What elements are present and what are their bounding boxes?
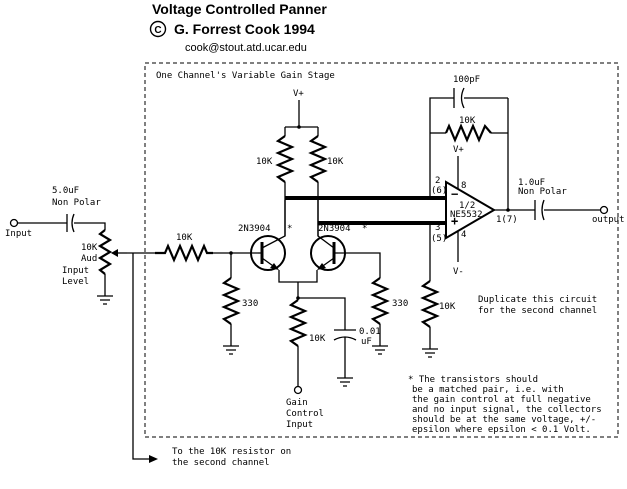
collector-resistor-right	[308, 135, 328, 183]
transistor-q2	[310, 200, 346, 271]
input-terminal	[9, 218, 19, 228]
opamp-half: 1/2	[459, 201, 475, 211]
wire-emitters	[278, 270, 318, 283]
transistor-note-5: should be at the same voltage, +/-	[412, 415, 596, 425]
node-dot	[428, 196, 432, 200]
tail-resistor	[288, 299, 308, 347]
box-title: One Channel's Variable Gain Stage	[156, 71, 335, 81]
transistor-note-6: epsilon where epsilon < 0.1 Volt.	[412, 425, 591, 435]
pin-5: (5)	[431, 234, 447, 244]
input-capacitor	[66, 213, 75, 233]
r-fb-label: 10K	[459, 116, 476, 126]
r-330-left-label: 330	[242, 299, 258, 309]
pot-name-2: Level	[62, 277, 89, 287]
node-dot	[297, 125, 301, 129]
pot-type: Aud	[81, 254, 97, 264]
r-c1-label: 10K	[256, 157, 273, 167]
wire-collector-tops	[284, 127, 319, 136]
vplus-top: V+	[293, 89, 304, 99]
opamp-minus: −	[451, 187, 458, 201]
ground-icon	[337, 377, 353, 387]
wire-feedback-left	[429, 97, 454, 198]
input-level-pot	[97, 229, 113, 275]
gain-label-2: Control	[286, 409, 324, 419]
transistor-note-2: be a matched pair, i.e. with	[412, 385, 564, 395]
wire-cap-pot	[74, 222, 106, 230]
gain-terminal	[293, 385, 303, 395]
r-330-right-label: 330	[392, 299, 408, 309]
pin-3: 3	[435, 223, 440, 233]
wire-collectors	[284, 182, 319, 236]
transistor-note-3: the gain control at full negative	[412, 395, 591, 405]
r-bias-label: 10K	[439, 302, 456, 312]
ground-icon	[372, 345, 388, 355]
email: cook@stout.atd.ucar.edu	[185, 42, 307, 54]
pin-2: 2	[435, 176, 440, 186]
pot-value: 10K	[81, 243, 98, 253]
transistor-q1	[250, 200, 286, 271]
r-c2-label: 10K	[327, 157, 344, 167]
pin-8: 8	[461, 181, 466, 191]
gain-label-3: Input	[286, 420, 313, 430]
second-channel-2: the second channel	[172, 458, 270, 468]
bias-resistor	[420, 280, 440, 328]
cap-fb-label: 100pF	[453, 75, 480, 85]
output-label: output	[592, 215, 625, 225]
pin-6: (6)	[431, 186, 447, 196]
transistor-note-4: and no input signal, the collectors	[412, 405, 602, 415]
wire-second-channel	[132, 253, 152, 460]
q1-label: 2N3904	[238, 224, 271, 234]
wire-q2-base	[338, 252, 381, 278]
gain-label-1: Gain	[286, 398, 308, 408]
duplicate-note-1: Duplicate this circuit	[478, 295, 597, 305]
transistor-note-1: * The transistors should	[408, 375, 538, 385]
cap-in-type: Non Polar	[52, 198, 101, 208]
pot-wiper-arrow	[111, 249, 127, 257]
input-resistor	[155, 243, 213, 263]
opamp-ne5532	[445, 180, 496, 240]
pin-out: 1(7)	[496, 215, 518, 225]
author: G. Forrest Cook 1994	[174, 21, 315, 37]
cap-tail-label-1: 0.01	[359, 327, 381, 337]
cap-out-type: Non Polar	[518, 187, 567, 197]
cap-in-value: 5.0uF	[52, 186, 79, 196]
opamp-plus: +	[451, 214, 458, 228]
vminus-label: V-	[453, 267, 464, 277]
cap-tail-label-2: uF	[361, 337, 372, 347]
copyright-icon: C	[149, 20, 167, 38]
svg-text:C: C	[154, 25, 161, 36]
vplus-opamp: V+	[453, 145, 464, 155]
wire-tail-cap	[298, 297, 346, 330]
q1-star: *	[287, 224, 292, 234]
second-channel-1: To the 10K resistor on	[172, 447, 291, 457]
feedback-capacitor	[453, 87, 465, 109]
pin-4: 4	[461, 230, 466, 240]
q2-label: 2N3904	[318, 224, 351, 234]
feedback-resistor	[444, 123, 492, 143]
channel-box	[144, 62, 619, 438]
cap-out-value: 1.0uF	[518, 178, 545, 188]
r-tail-label: 10K	[309, 334, 326, 344]
node-dot	[428, 221, 432, 225]
pot-name-1: Input	[62, 266, 89, 276]
resistor-330-left	[221, 277, 241, 325]
resistor-330-right	[370, 277, 390, 325]
ground-icon	[97, 295, 113, 305]
title: Voltage Controlled Panner	[152, 1, 327, 17]
output-capacitor	[534, 199, 545, 221]
ground-icon	[422, 348, 438, 358]
input-label: Input	[5, 229, 32, 239]
opamp-name: NE5532	[450, 210, 483, 220]
ground-icon	[223, 345, 239, 355]
duplicate-note-2: for the second channel	[478, 306, 597, 316]
output-terminal	[599, 205, 609, 215]
arrow-icon	[149, 455, 158, 463]
q2-star: *	[362, 224, 367, 234]
collector-resistor-left	[275, 135, 295, 183]
r-in-label: 10K	[176, 233, 193, 243]
